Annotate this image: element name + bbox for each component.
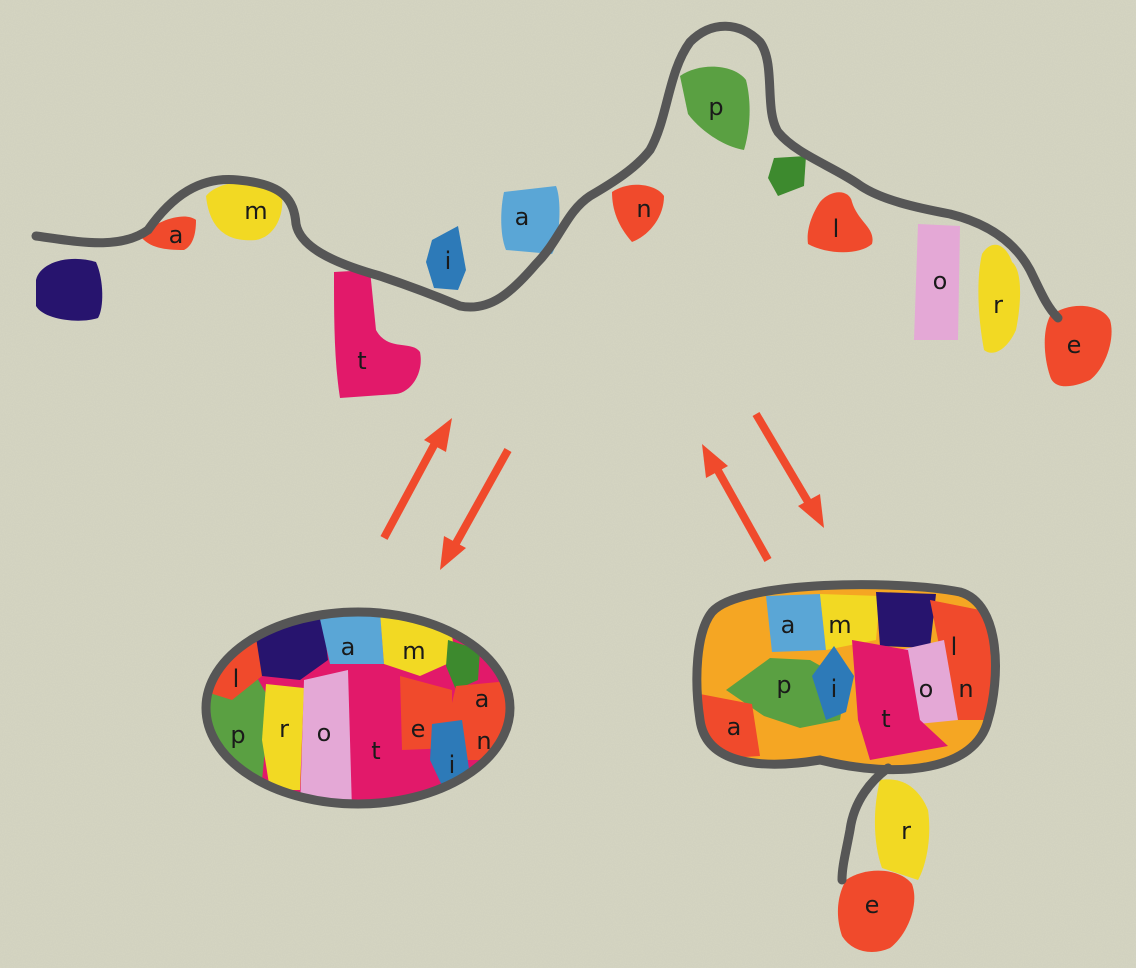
fold-right-letter-m: m [828, 611, 851, 639]
fold-left-letter-i: i [449, 751, 456, 779]
chain-letter-a: a [169, 221, 184, 249]
chain-residue-navy [36, 259, 102, 321]
fold-right-letter-a2: a [727, 713, 742, 741]
tail-letter-r: r [901, 817, 911, 845]
fold-left-letter-r: r [279, 715, 289, 743]
chain-letter-o: o [933, 267, 948, 295]
chain-letter-m: m [244, 197, 267, 225]
chain-letter-t: t [357, 347, 366, 375]
fold-left-letter-l: l [233, 665, 240, 693]
fold-right-navy-region [876, 592, 936, 648]
fold-right-letter-a: a [781, 611, 796, 639]
fold-left-letter-n: n [476, 727, 491, 755]
fold-left-letter-t: t [371, 737, 380, 765]
chain-letter-n: n [636, 195, 651, 223]
tail-letter-e: e [865, 891, 880, 919]
fold-left-letter-a2: a [475, 685, 490, 713]
chain-letter-r: r [993, 291, 1003, 319]
fold-right-letter-p: p [776, 671, 791, 699]
chain-letter-l: l [833, 215, 840, 243]
fold-right-letter-n: n [958, 675, 973, 703]
fold-right-letter-o: o [919, 675, 934, 703]
chain-letter-i: i [445, 247, 452, 275]
chain-letter-a: a [515, 203, 530, 231]
fold-left-letter-p: p [230, 721, 245, 749]
fold-left-letter-a: a [341, 633, 356, 661]
fold-left-letter-e: e [411, 715, 426, 743]
fold-right-letter-t: t [881, 705, 890, 733]
fold-left-letter-m: m [402, 637, 425, 665]
fold-right-letter-i: i [831, 675, 838, 703]
fold-right-letter-l: l [951, 633, 958, 661]
fold-right-a-region [766, 594, 826, 652]
chain-letter-e: e [1067, 331, 1082, 359]
fold-left-letter-o: o [317, 719, 332, 747]
chain-letter-p: p [708, 93, 723, 121]
